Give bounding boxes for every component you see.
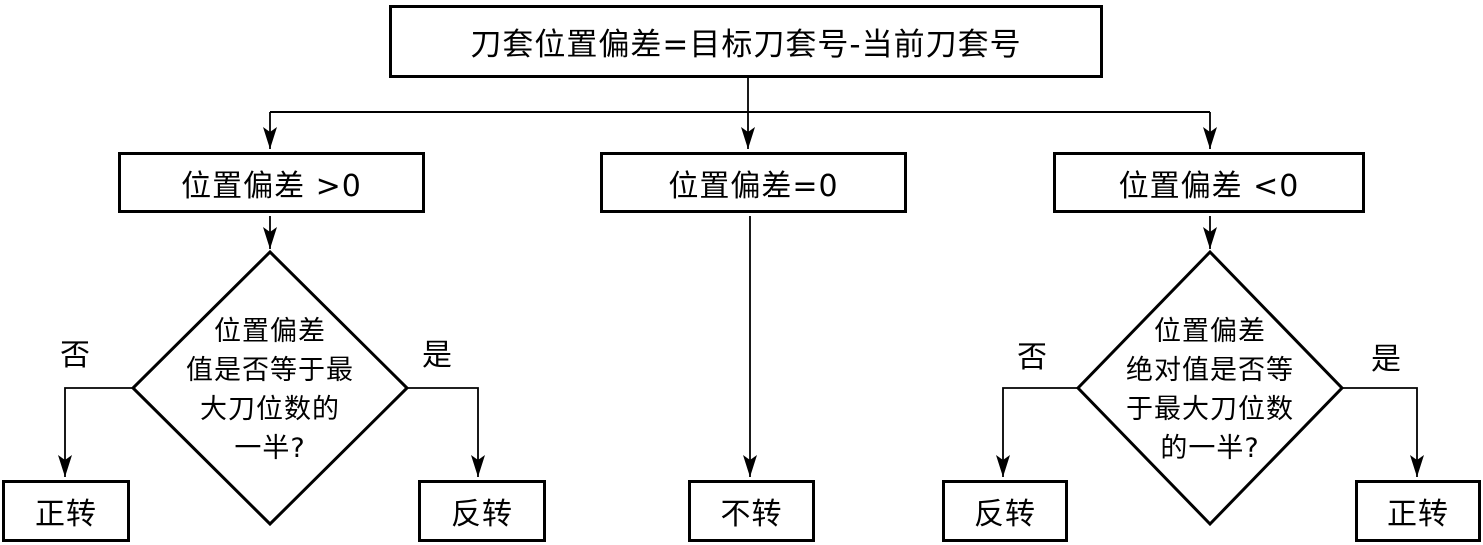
right-decision-diamond [1075, 249, 1345, 527]
arrow-right-no-branch [996, 387, 1078, 477]
node-result-no-rotation: 不转 [688, 480, 815, 542]
left-decision-diamond [130, 249, 410, 527]
left-decision-text: 位置偏差 值是否等于最 大刀位数的 一半? [186, 315, 354, 465]
edge-label-left-yes: 是 [422, 338, 452, 373]
arrow-right-yes-branch [1342, 387, 1424, 477]
node-condition-negative: 位置偏差 <0 [1053, 152, 1365, 213]
edge-label-right-no: 否 [1017, 340, 1047, 375]
node-result-reverse-right: 反转 [942, 480, 1068, 542]
node-condition-positive: 位置偏差 >0 [118, 152, 425, 213]
arrow-left-no-branch [58, 387, 133, 477]
edge-label-right-yes: 是 [1371, 342, 1401, 377]
edge-label-left-no: 否 [60, 338, 90, 373]
node-result-reverse-left: 反转 [418, 480, 546, 542]
right-decision-text: 位置偏差 绝对值是否等 于最大刀位数 的一半? [1126, 315, 1294, 465]
node-result-forward-left: 正转 [2, 480, 130, 542]
node-condition-zero: 位置偏差=0 [600, 152, 907, 213]
node-deviation-formula: 刀套位置偏差=目标刀套号-当前刀套号 [389, 5, 1103, 78]
arrow-left-yes-branch [407, 387, 485, 477]
node-result-forward-right: 正转 [1355, 480, 1481, 542]
